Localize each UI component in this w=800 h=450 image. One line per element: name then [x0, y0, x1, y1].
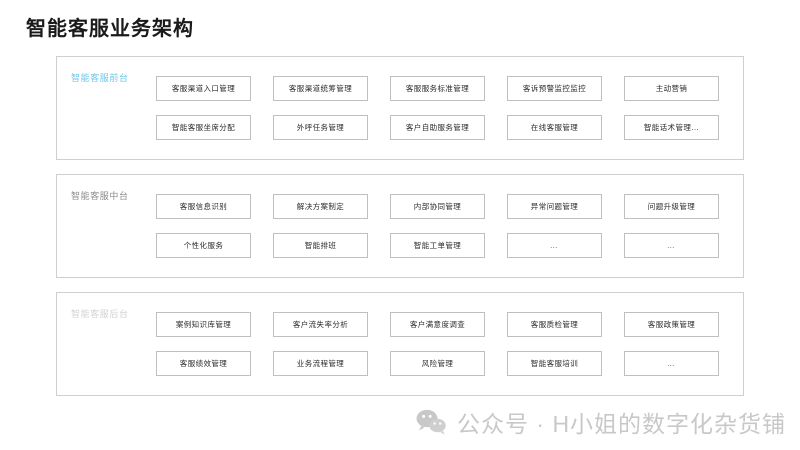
capability-card[interactable]: 智能工单管理	[390, 233, 485, 258]
capability-card[interactable]: 智能客服坐席分配	[156, 115, 251, 140]
capability-card[interactable]: 内部协同管理	[390, 194, 485, 219]
capability-card[interactable]: 客户流失率分析	[273, 312, 368, 337]
layer-back-office: 智能客服后台 案例知识库管理 客户流失率分析 客户满意度调查 客服质检管理 客服…	[56, 292, 744, 396]
capability-card[interactable]: 个性化服务	[156, 233, 251, 258]
card-row: 客服渠道入口管理 客服渠道统筹管理 客服服务标准管理 客诉预警监控监控 主动营销	[156, 76, 719, 101]
capability-card[interactable]: 外呼任务管理	[273, 115, 368, 140]
capability-card[interactable]: 智能话术管理…	[624, 115, 719, 140]
capability-card[interactable]: 客服服务标准管理	[390, 76, 485, 101]
capability-card[interactable]: 客服渠道入口管理	[156, 76, 251, 101]
layer-back-office-rows: 案例知识库管理 客户流失率分析 客户满意度调查 客服质检管理 客服政策管理 客服…	[156, 293, 719, 395]
capability-card[interactable]: 客服质检管理	[507, 312, 602, 337]
capability-card[interactable]: 解决方案制定	[273, 194, 368, 219]
card-row: 客服信息识别 解决方案制定 内部协同管理 异常问题管理 问题升级管理	[156, 194, 719, 219]
architecture-layers: 智能客服前台 客服渠道入口管理 客服渠道统筹管理 客服服务标准管理 客诉预警监控…	[56, 56, 744, 410]
capability-card[interactable]: 异常问题管理	[507, 194, 602, 219]
capability-card-placeholder[interactable]: …	[507, 233, 602, 258]
layer-label-front-office: 智能客服前台	[71, 73, 129, 83]
layer-front-office-rows: 客服渠道入口管理 客服渠道统筹管理 客服服务标准管理 客诉预警监控监控 主动营销…	[156, 57, 719, 159]
card-row: 个性化服务 智能排班 智能工单管理 … …	[156, 233, 719, 258]
capability-card[interactable]: 在线客服管理	[507, 115, 602, 140]
capability-card[interactable]: 客服渠道统筹管理	[273, 76, 368, 101]
watermark: 公众号 · H小姐的数字化杂货铺	[416, 405, 786, 439]
capability-card[interactable]: 问题升级管理	[624, 194, 719, 219]
wechat-icon	[416, 409, 446, 435]
capability-card-placeholder[interactable]: …	[624, 351, 719, 376]
capability-card[interactable]: 主动营销	[624, 76, 719, 101]
capability-card[interactable]: 客服信息识别	[156, 194, 251, 219]
layer-middle-office: 智能客服中台 客服信息识别 解决方案制定 内部协同管理 异常问题管理 问题升级管…	[56, 174, 744, 278]
capability-card[interactable]: 客户自助服务管理	[390, 115, 485, 140]
layer-label-back-office: 智能客服后台	[71, 309, 129, 319]
watermark-text: 公众号 · H小姐的数字化杂货铺	[457, 411, 787, 437]
capability-card-placeholder[interactable]: …	[624, 233, 719, 258]
capability-card[interactable]: 智能客服培训	[507, 351, 602, 376]
capability-card[interactable]: 客服政策管理	[624, 312, 719, 337]
capability-card[interactable]: 客服绩效管理	[156, 351, 251, 376]
capability-card[interactable]: 业务流程管理	[273, 351, 368, 376]
capability-card[interactable]: 智能排班	[273, 233, 368, 258]
card-row: 客服绩效管理 业务流程管理 风险管理 智能客服培训 …	[156, 351, 719, 376]
capability-card[interactable]: 风险管理	[390, 351, 485, 376]
capability-card[interactable]: 案例知识库管理	[156, 312, 251, 337]
card-row: 智能客服坐席分配 外呼任务管理 客户自助服务管理 在线客服管理 智能话术管理…	[156, 115, 719, 140]
capability-card[interactable]: 客诉预警监控监控	[507, 76, 602, 101]
card-row: 案例知识库管理 客户流失率分析 客户满意度调查 客服质检管理 客服政策管理	[156, 312, 719, 337]
layer-front-office: 智能客服前台 客服渠道入口管理 客服渠道统筹管理 客服服务标准管理 客诉预警监控…	[56, 56, 744, 160]
layer-label-middle-office: 智能客服中台	[71, 191, 129, 201]
page-title: 智能客服业务架构	[26, 18, 194, 40]
capability-card[interactable]: 客户满意度调查	[390, 312, 485, 337]
layer-middle-office-rows: 客服信息识别 解决方案制定 内部协同管理 异常问题管理 问题升级管理 个性化服务…	[156, 175, 719, 277]
